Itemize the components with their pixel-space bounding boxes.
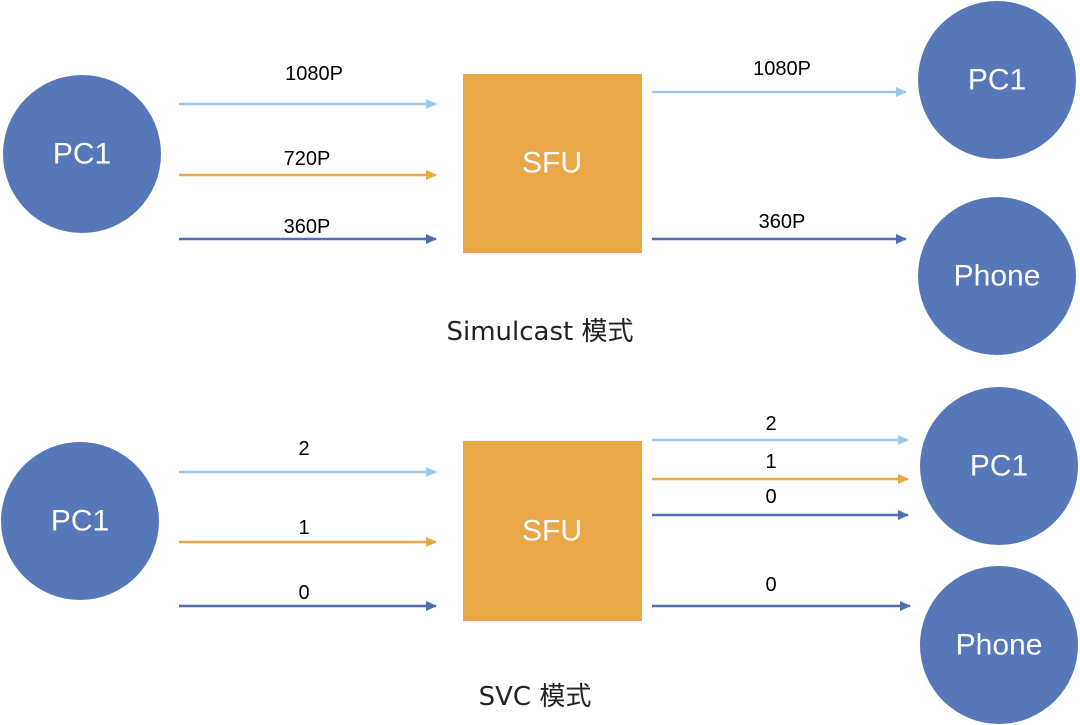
svc-sender-node: PC1: [1, 442, 159, 600]
simulcast-uplink-720p-label: 720P: [284, 148, 331, 170]
simulcast-downlink-360p-label: 360P: [759, 211, 806, 233]
simulcast-sender-node: PC1: [3, 75, 161, 233]
svc-sfu-label: SFU: [522, 515, 582, 548]
svc-uplink-layer0-label: 0: [298, 582, 309, 604]
svc-downlink-pc-layer1-label: 1: [765, 451, 776, 473]
svc-sfu-box: SFU: [463, 441, 642, 621]
simulcast-caption: Simulcast 模式: [447, 317, 634, 347]
simulcast-receiver-phone-label: Phone: [954, 260, 1041, 293]
simulcast-sender-label: PC1: [53, 138, 111, 171]
svc-receiver-pc1-label: PC1: [970, 450, 1028, 483]
svc-receiver-phone-label: Phone: [956, 629, 1043, 662]
svc-receiver-phone-node: Phone: [920, 566, 1078, 724]
simulcast-section: PC1 SFU PC1 Phone 1080P 720P 360P 1080P …: [3, 1, 1076, 355]
svc-receiver-pc1-node: PC1: [920, 387, 1078, 545]
simulcast-uplink-360p-label: 360P: [284, 216, 331, 238]
simulcast-sfu-box: SFU: [463, 74, 642, 253]
svc-section: PC1 SFU PC1 Phone 2 1 0 2 1 0: [1, 387, 1078, 724]
svc-sender-label: PC1: [51, 505, 109, 538]
simulcast-receiver-pc1-label: PC1: [968, 64, 1026, 97]
simulcast-receiver-pc1-node: PC1: [918, 1, 1076, 159]
svc-downlink-pc-layer2-label: 2: [765, 413, 776, 435]
simulcast-uplink-1080p-label: 1080P: [285, 63, 343, 85]
svc-downlink-pc-layer0-label: 0: [765, 486, 776, 508]
simulcast-downlink-1080p-label: 1080P: [753, 58, 811, 80]
svc-uplink-layer1-label: 1: [298, 517, 309, 539]
simulcast-sfu-label: SFU: [522, 147, 582, 180]
svc-uplink-layer2-label: 2: [298, 438, 309, 460]
svc-downlink-phone-layer0-label: 0: [765, 574, 776, 596]
svc-caption: SVC 模式: [479, 682, 592, 712]
simulcast-receiver-phone-node: Phone: [918, 197, 1076, 355]
